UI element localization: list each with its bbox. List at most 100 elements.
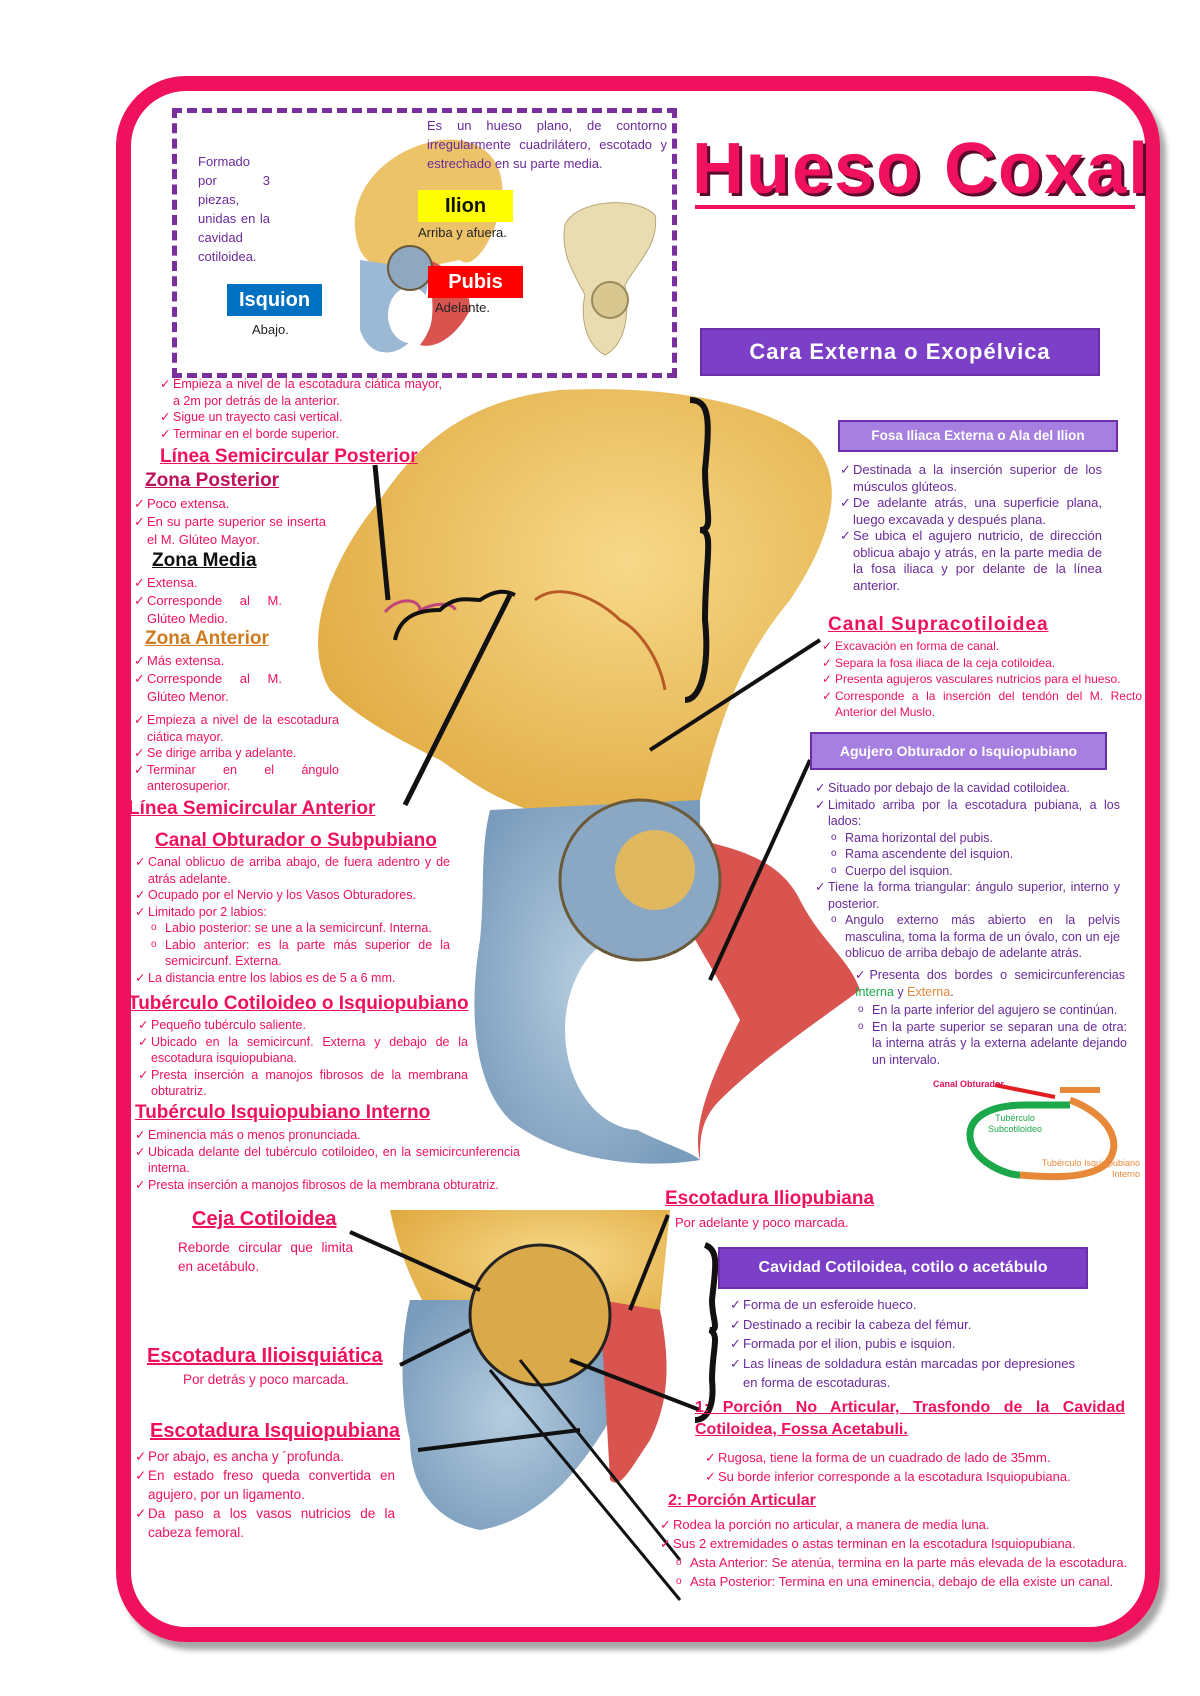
isquion-label: Isquion xyxy=(227,284,322,316)
check-list-item: Limitado arriba por la escotadura pubian… xyxy=(815,797,1120,830)
check-list-item: Ubicado en la semicircunf. Externa y deb… xyxy=(138,1034,468,1067)
check-list-item: Ubicada delante del tubérculo cotiloideo… xyxy=(135,1144,520,1177)
pubis-region xyxy=(690,840,860,1160)
check-list-item: Destinado a recibir la cabeza del fémur. xyxy=(730,1315,1075,1335)
check-list-item: Presta inserción a manojos fibrosos de l… xyxy=(135,1177,520,1194)
zona-media-list: Extensa.Corresponde al M. Glúteo Medio. xyxy=(134,574,282,628)
check-list-item: Destinada a la inserción superior de los… xyxy=(840,462,1102,495)
check-list-item: Corresponde al M. Glúteo Menor. xyxy=(134,670,282,706)
check-list-item: Sigue un trayecto casi vertical. xyxy=(160,409,442,426)
no-articular-list: Rugosa, tiene la forma de un cuadrado de… xyxy=(705,1448,1135,1486)
check-list-item: Tiene la forma triangular: ángulo superi… xyxy=(815,879,1120,912)
supracotiloidea-heading: Canal Supracotiloidea xyxy=(828,614,1049,635)
diagram-interno-label: Tubérculo Isquiopubiano Interno xyxy=(1041,1158,1140,1179)
check-list-item: Situado por debajo de la cavidad cotiloi… xyxy=(815,780,1120,797)
cavidad-list: Forma de un esferoide hueco.Destinado a … xyxy=(730,1295,1075,1393)
bullet-list-item: Labio anterior: es la parte más superior… xyxy=(135,937,450,970)
title-underline xyxy=(695,205,1135,209)
pubis-desc: Adelante. xyxy=(435,300,490,315)
check-list-item: Su borde inferior corresponde a la escot… xyxy=(705,1467,1135,1486)
fosa-list: Destinada a la inserción superior de los… xyxy=(840,462,1102,594)
bullet-list-item: En la parte inferior del agujero se cont… xyxy=(842,1002,1127,1019)
check-list-item: Forma de un esferoide hueco. xyxy=(730,1295,1075,1315)
zona-media-heading: Zona Media xyxy=(152,550,257,571)
check-list-item: Ocupado por el Nervio y los Vasos Obtura… xyxy=(135,887,450,904)
canal-obturador-heading: Canal Obturador o Subpubiano xyxy=(155,830,437,851)
agujero-list: Situado por debajo de la cavidad cotiloi… xyxy=(815,780,1120,962)
agujero-box: Agujero Obturador o Isquiopubiano xyxy=(810,732,1107,770)
check-list-item: Sus 2 extremidades o astas terminan en l… xyxy=(660,1534,1135,1553)
check-list-item: Da paso a los vasos nutricios de la cabe… xyxy=(135,1504,395,1542)
bullet-list-item: En la parte superior se separan una de o… xyxy=(842,1019,1127,1069)
page-frame xyxy=(116,76,1160,1642)
check-list-item: Terminar en el ángulo anterosuperior. xyxy=(134,762,339,795)
ilioisquiatica-heading: Escotadura Ilioisquiática xyxy=(147,1345,383,1367)
zona-posterior-list: Poco extensa.En su parte superior se ins… xyxy=(134,495,326,549)
obturator-diagram xyxy=(966,1083,1118,1181)
presenta-text: ✓Presenta dos bordes o semicircunferenci… xyxy=(855,968,1125,999)
tuberculo-interno-heading: Tubérculo Isquiopubiano Interno xyxy=(135,1102,431,1123)
agujero-list-2: En la parte inferior del agujero se cont… xyxy=(842,1002,1127,1068)
bullet-list-item: Rama ascendente del isquion. xyxy=(815,846,1120,863)
check-list-item: En su parte superior se inserta el M. Gl… xyxy=(134,513,326,549)
ceja-heading: Ceja Cotiloidea xyxy=(192,1208,337,1230)
bullet-list-item: Labio posterior: se une a la semicircunf… xyxy=(135,920,450,937)
no-articular-heading: 1: Porción No Articular, Trasfondo de la… xyxy=(695,1399,1125,1438)
ceja-desc: Reborde circular que limita en acetábulo… xyxy=(178,1240,353,1274)
isquion-desc: Abajo. xyxy=(252,322,289,337)
bullet-list-item: Asta Anterior: Se atenúa, termina en la … xyxy=(660,1553,1135,1572)
check-icon: ✓ xyxy=(855,968,870,982)
intro-description: Es un hueso plano, de contorno irregular… xyxy=(427,118,667,171)
lsp-list: Empieza a nivel de la escotadura ciática… xyxy=(160,376,442,442)
diagram-canal-label: Canal Obturador xyxy=(933,1079,1005,1089)
check-list-item: Rugosa, tiene la forma de un cuadrado de… xyxy=(705,1448,1135,1467)
check-list-item: Presta inserción a manojos fibrosos de l… xyxy=(138,1067,468,1100)
lsp-heading: Línea Semicircular Posterior xyxy=(160,446,418,467)
check-list-item: Poco extensa. xyxy=(134,495,326,513)
check-list-item: Eminencia más o menos pronunciada. xyxy=(135,1127,520,1144)
check-list-item: Se dirige arriba y adelante. xyxy=(134,745,339,762)
check-list-item: Corresponde al M. Glúteo Medio. xyxy=(134,592,282,628)
cavidad-box: Cavidad Cotiloidea, cotilo o acetábulo xyxy=(718,1247,1088,1289)
obturator-foramen xyxy=(565,930,715,1130)
middle-zone-line xyxy=(393,589,516,641)
iliopubiana-heading: Escotadura Iliopubiana xyxy=(665,1188,875,1209)
check-list-item: De adelante atrás, una superficie plana,… xyxy=(840,495,1102,528)
articular-list: Rodea la porción no articular, a manera … xyxy=(660,1515,1135,1591)
check-list-item: Las líneas de soldadura están marcadas p… xyxy=(730,1354,1075,1393)
isquiopubiana-list: Por abajo, es ancha y ´profunda.En estad… xyxy=(135,1447,395,1542)
formado-text: Formado por 3 piezas, unidas en la cavid… xyxy=(198,154,270,264)
lower-acetabulum xyxy=(468,1243,612,1387)
check-list-item: Empieza a nivel de la escotadura ciática… xyxy=(160,376,442,409)
zona-posterior-heading: Zona Posterior xyxy=(145,470,280,491)
check-list-item: Corresponde a la inserción del tendón de… xyxy=(822,688,1142,721)
check-list-item: Pequeño tubérculo saliente. xyxy=(138,1017,468,1034)
check-list-item: Excavación en forma de canal. xyxy=(822,638,1142,655)
tuberculo-cotiloideo-heading: Tubérculo Cotiloideo o Isquiopubiano xyxy=(128,993,469,1014)
intro-bone-colored xyxy=(354,139,503,353)
check-list-item: La distancia entre los labios es de 5 a … xyxy=(135,970,450,987)
bullet-list-item: Rama horizontal del pubis. xyxy=(815,830,1120,847)
check-list-item: Se ubica el agujero nutricio, de direcci… xyxy=(840,528,1102,594)
intro-bone-beige xyxy=(563,202,657,356)
bullet-list-item: Asta Posterior: Termina en una eminencia… xyxy=(660,1572,1135,1591)
diagram-sub-label: Tubérculo Subcotiloideo xyxy=(987,1113,1043,1134)
ilion-desc: Arriba y afuera. xyxy=(418,225,507,240)
pubis-label: Pubis xyxy=(428,266,523,298)
check-list-item: En estado freso queda convertida en aguj… xyxy=(135,1466,395,1504)
zona-anterior-heading: Zona Anterior xyxy=(145,628,269,649)
tuberculo-interno-list: Eminencia más o menos pronunciada.Ubicad… xyxy=(135,1127,520,1193)
check-list-item: Canal oblicuo de arriba abajo, de fuera … xyxy=(135,854,450,887)
brace-icon xyxy=(684,397,712,703)
page-title: Hueso Coxal xyxy=(692,129,1151,209)
lsa-list: Empieza a nivel de la escotadura ciática… xyxy=(134,712,339,795)
check-list-item: Rodea la porción no articular, a manera … xyxy=(660,1515,1135,1534)
interna-label: Interna xyxy=(855,984,894,999)
ilioisquiatica-desc: Por detrás y poco marcada. xyxy=(183,1372,349,1387)
check-list-item: Por abajo, es ancha y ´profunda. xyxy=(135,1447,395,1466)
bullet-list-item: Cuerpo del isquion. xyxy=(815,863,1120,880)
ilion-label: Ilion xyxy=(418,190,513,222)
lower-bone-pubis xyxy=(600,1300,667,1483)
lsa-heading: Línea Semicircular Anterior xyxy=(128,798,376,819)
